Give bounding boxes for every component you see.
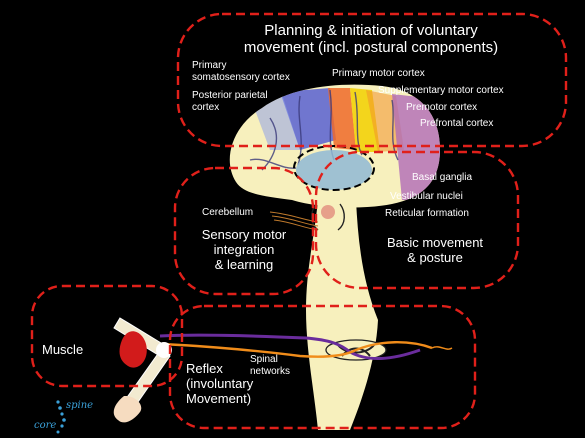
primary-somatosensory-label: Primary somatosensory cortex [192, 60, 290, 83]
spinal-line1: Spinal [250, 354, 290, 366]
posterior-parietal-line2: cortex [192, 102, 268, 114]
reflex-line3: Movement) [186, 392, 253, 407]
reticular-dot [321, 205, 335, 219]
spinal-line2: networks [250, 366, 290, 378]
sensory-line3: & learning [178, 258, 310, 273]
nerve-end [432, 347, 452, 349]
planning-title-line2: movement (incl. postural components) [196, 39, 546, 56]
vestibular-nuclei-label: Vestibular nuclei [390, 191, 463, 203]
sensory-line2: integration [178, 243, 310, 258]
posterior-parietal-label: Posterior parietal cortex [192, 90, 268, 113]
reflex-line1: Reflex [186, 362, 253, 377]
reflex-title: Reflex (involuntary Movement) [186, 362, 253, 407]
primary-somatosensory-line2: somatosensory cortex [192, 72, 290, 84]
spinal-networks-label: Spinal networks [250, 354, 290, 377]
basic-movement-title: Basic movement & posture [360, 236, 510, 266]
logo-core-text: core [34, 420, 56, 431]
basal-ganglia-label: Basal ganglia [412, 172, 472, 184]
basic-line1: Basic movement [360, 236, 510, 251]
sensory-line1: Sensory motor [178, 228, 310, 243]
planning-title-line1: Planning & initiation of voluntary [196, 22, 546, 39]
primary-somatosensory-line1: Primary [192, 60, 290, 72]
supplementary-motor-label: Supplementary motor cortex [378, 85, 504, 97]
prefrontal-label: Prefrontal cortex [420, 118, 493, 130]
primary-motor-label: Primary motor cortex [332, 68, 425, 80]
cerebellum-label: Cerebellum [202, 207, 253, 219]
sensory-motor-title: Sensory motor integration & learning [178, 228, 310, 273]
planning-title: Planning & initiation of voluntary movem… [196, 22, 546, 57]
premotor-label: Premotor cortex [406, 102, 477, 114]
sensory-nerve-path [160, 342, 432, 357]
reticular-formation-label: Reticular formation [385, 208, 469, 220]
posterior-parietal-line1: Posterior parietal [192, 90, 268, 102]
muscle-title: Muscle [42, 343, 83, 358]
spine-core-logo-dots [56, 400, 65, 433]
basic-line2: & posture [360, 251, 510, 266]
arm-illustration [114, 318, 172, 422]
reflex-line2: (involuntary [186, 377, 253, 392]
logo-spine-text: spine [66, 400, 93, 411]
